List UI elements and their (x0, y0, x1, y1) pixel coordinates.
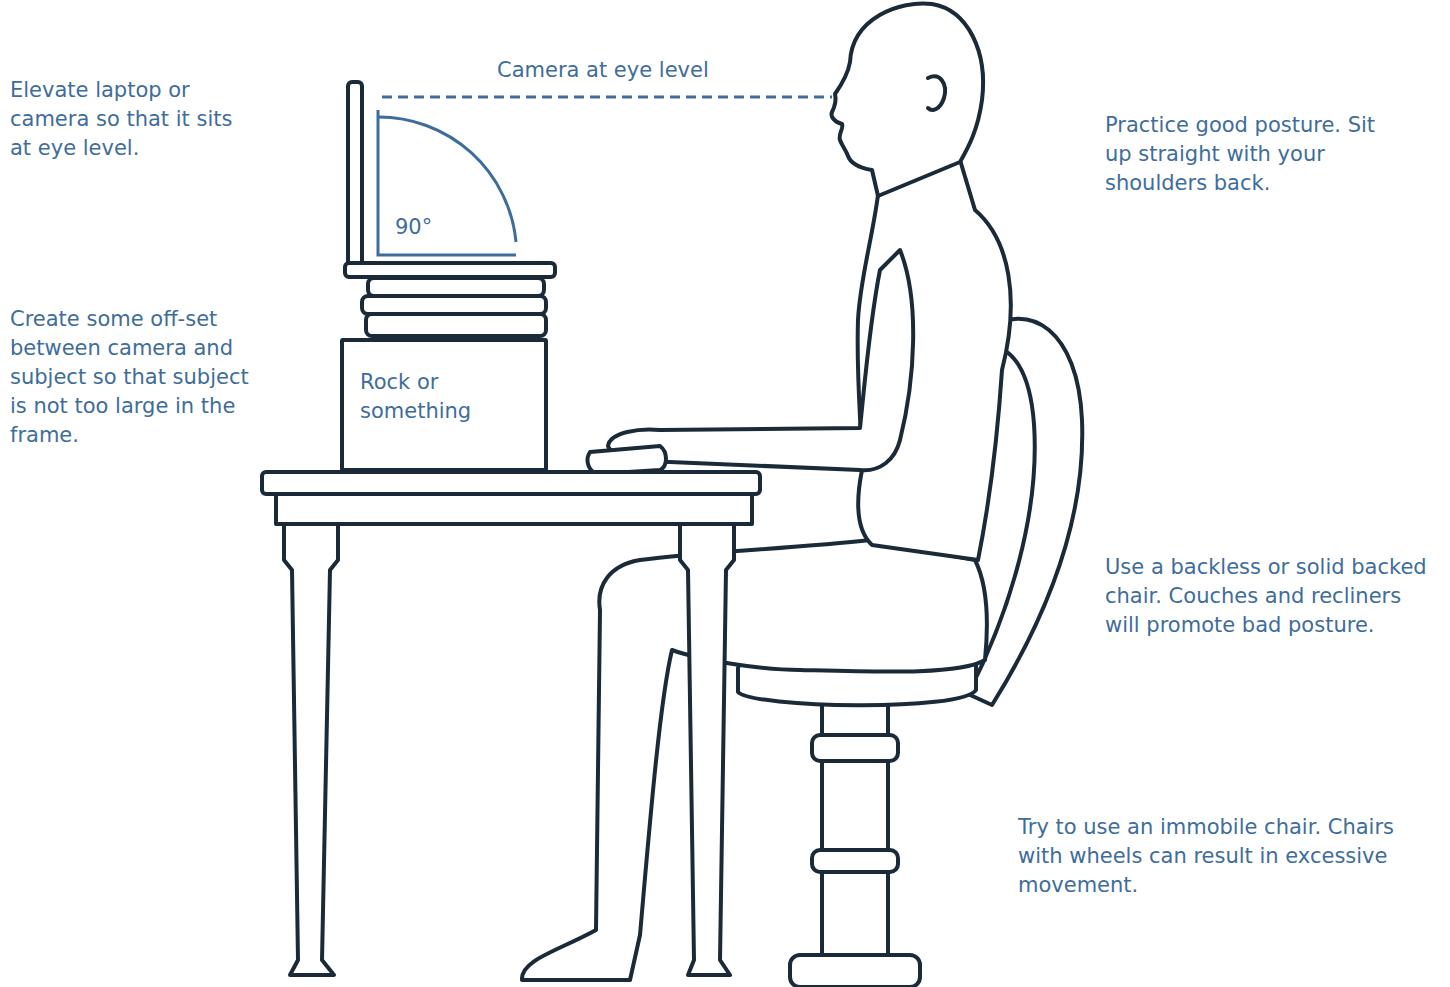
support-box: Rock or something (340, 338, 548, 472)
table-leg (284, 524, 338, 975)
eye-level-line (382, 96, 832, 99)
book (366, 314, 546, 336)
chair-collar (812, 735, 898, 761)
book (362, 296, 546, 314)
person-head (831, 3, 983, 196)
person-leg (522, 540, 987, 980)
callout-note: Practice good posture. Sit up straight w… (1105, 111, 1405, 198)
callout-note: Use a backless or solid backed chair. Co… (1105, 553, 1435, 640)
callout-note: Elevate laptop or camera so that it sits… (10, 76, 260, 163)
person-arm (608, 250, 913, 470)
chair-collar (812, 850, 898, 872)
laptop-screen (348, 82, 362, 272)
table-leg (680, 524, 734, 975)
table-top (262, 472, 760, 494)
person-ear (928, 76, 945, 109)
chair-base (790, 955, 920, 987)
callout-note: 90° (395, 213, 475, 242)
angle-arc (378, 117, 516, 242)
keyboard (588, 446, 666, 474)
box-label: Rock or something (360, 368, 536, 426)
book (368, 278, 544, 296)
table-apron (276, 494, 752, 524)
laptop-base (345, 263, 555, 277)
callout-note: Create some off-set between camera and s… (10, 305, 268, 450)
angle-axes (378, 110, 516, 255)
callout-note: Try to use an immobile chair. Chairs wit… (1018, 813, 1418, 900)
callout-note: Camera at eye level (497, 56, 817, 85)
